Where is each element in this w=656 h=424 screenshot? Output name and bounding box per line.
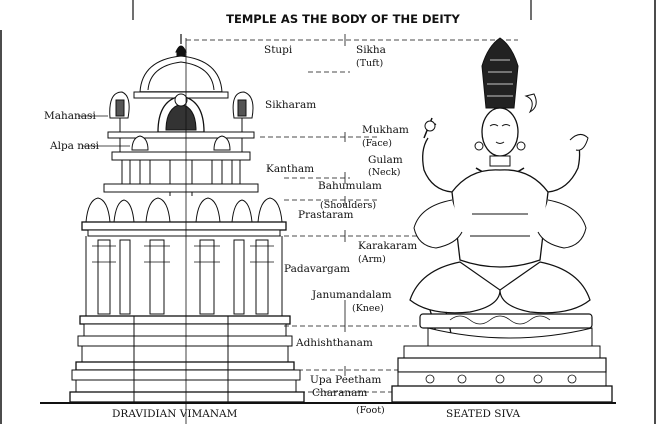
label-gulam: Gulam bbox=[368, 154, 403, 166]
label-kantham: Kantham bbox=[266, 163, 314, 175]
label-gulam-gloss: (Neck) bbox=[368, 167, 400, 178]
label-stupi: Stupi bbox=[264, 44, 293, 56]
label-upa-peetham: Upa Peetham bbox=[310, 374, 381, 386]
label-prastaram: Prastaram bbox=[298, 209, 353, 221]
label-sikha: Sikha bbox=[356, 44, 386, 56]
diagram-title: TEMPLE AS THE BODY OF THE DEITY bbox=[226, 12, 460, 26]
label-mahanasi: Mahanasi bbox=[44, 110, 96, 122]
label-mukham-gloss: (Face) bbox=[362, 138, 392, 149]
label-karakaram-gloss: (Arm) bbox=[358, 254, 386, 265]
label-bahumulam-gloss: (Shoulders) bbox=[320, 200, 376, 211]
label-bahumulam: Bahumulam bbox=[318, 180, 382, 192]
seated-siva-illustration bbox=[391, 37, 613, 403]
dravidian-vimanam-illustration bbox=[69, 34, 305, 403]
label-adhishthanam: Adhishthanam bbox=[295, 337, 373, 349]
label-padavargam: Padavargam bbox=[284, 263, 350, 275]
label-alpa-nasi: Alpa nasi bbox=[49, 140, 100, 152]
label-foot-gloss: (Foot) bbox=[356, 405, 385, 416]
label-janumandalam: Janumandalam bbox=[311, 289, 392, 301]
label-karakaram: Karakaram bbox=[358, 240, 417, 252]
label-sikha-gloss: (Tuft) bbox=[356, 58, 383, 69]
caption-seated-siva: SEATED SIVA bbox=[446, 408, 521, 420]
label-charanam: Charanam bbox=[312, 387, 367, 399]
label-mukham: Mukham bbox=[362, 124, 409, 136]
label-sikharam: Sikharam bbox=[265, 99, 316, 111]
label-janumandalam-gloss: (Knee) bbox=[352, 303, 384, 314]
caption-dravidian-vimanam: DRAVIDIAN VIMANAM bbox=[112, 408, 238, 420]
leader-lines bbox=[78, 115, 130, 147]
